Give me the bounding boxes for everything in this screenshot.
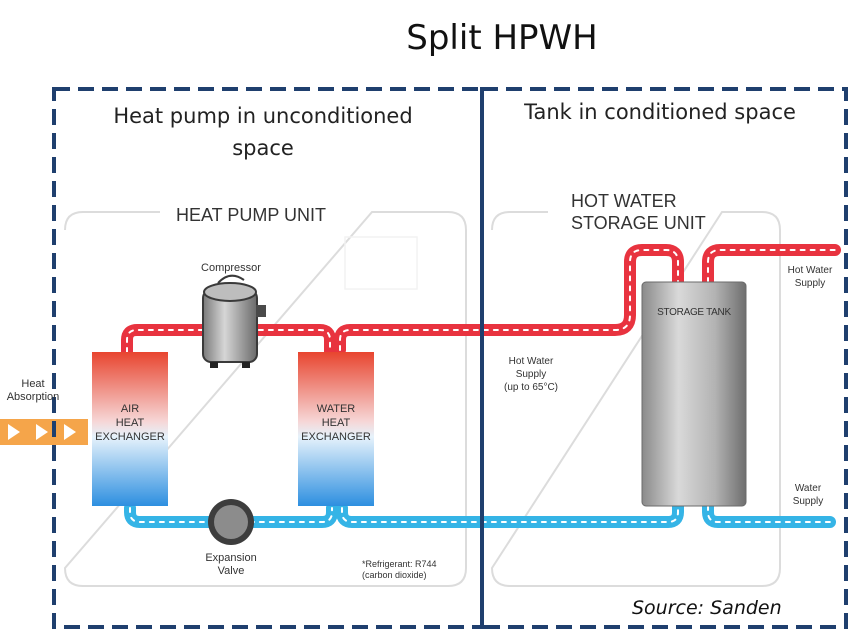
hot-water-supply-mid-label: Hot Water Supply (up to 65°C) xyxy=(494,355,568,394)
heat-pump-unit-title: HEAT PUMP UNIT xyxy=(176,205,327,225)
hws-mid-line2: Supply xyxy=(515,369,547,380)
storage-unit-title-line2: STORAGE UNIT xyxy=(571,213,706,233)
storage-unit-title: HOT WATER STORAGE UNIT xyxy=(571,190,706,234)
page-title: Split HPWH xyxy=(0,18,850,58)
title-text: Split HPWH xyxy=(406,18,598,58)
storage-unit-frame xyxy=(490,211,781,587)
heat-absorption-line2: Absorption xyxy=(6,391,60,403)
conditioned-space-border xyxy=(480,87,848,629)
air-hx-line1: AIR xyxy=(120,403,140,415)
hws-out-line1: Hot Water xyxy=(787,265,833,276)
source-credit: Source: Sanden xyxy=(632,597,782,619)
ws-in-line2: Supply xyxy=(792,496,824,507)
air-hx-line3: EXCHANGER xyxy=(95,431,165,443)
expansion-valve-label: Expansion Valve xyxy=(196,552,266,578)
storage-unit-title-line1: HOT WATER xyxy=(571,191,677,211)
refrigerant-line2: (carbon dioxide) xyxy=(362,570,427,580)
compressor-label: Compressor xyxy=(201,262,261,274)
left-region-text: Heat pump in unconditioned space xyxy=(113,104,413,160)
heat-absorption-line1: Heat xyxy=(21,378,45,390)
hws-mid-line3: (up to 65°C) xyxy=(503,382,559,393)
water-supply-in-label: Water Supply xyxy=(780,482,836,508)
air-heat-exchanger xyxy=(92,352,168,506)
refrigerant-note: *Refrigerant: R744 (carbon dioxide) xyxy=(362,559,462,581)
water-hx-line2: HEAT xyxy=(321,417,351,429)
refrigerant-line1: *Refrigerant: R744 xyxy=(362,559,437,569)
hws-out-line2: Supply xyxy=(794,278,826,289)
storage-tank-graphic xyxy=(641,281,747,507)
right-region-text: Tank in conditioned space xyxy=(524,100,796,124)
heat-absorption-label: Heat Absorption xyxy=(0,378,66,404)
left-region-label: Heat pump in unconditioned space xyxy=(100,100,426,164)
water-hx-line3: EXCHANGER xyxy=(301,431,371,443)
heat-pump-unit-frame xyxy=(63,211,467,587)
expansion-valve-line2: Valve xyxy=(217,565,245,577)
compressor-graphic xyxy=(202,274,266,368)
right-region-label: Tank in conditioned space xyxy=(520,96,800,128)
air-hx-line2: HEAT xyxy=(115,417,145,429)
expansion-valve-graphic xyxy=(208,499,254,545)
hws-mid-line1: Hot Water xyxy=(508,356,554,367)
expansion-valve-line1: Expansion xyxy=(205,552,257,564)
storage-tank-label: STORAGE TANK xyxy=(657,307,731,318)
ws-in-line1: Water xyxy=(794,483,822,494)
water-hx-line1: WATER xyxy=(316,403,356,415)
water-heat-exchanger-label: WATER HEAT EXCHANGER xyxy=(298,402,374,444)
hot-water-supply-out-label: Hot Water Supply xyxy=(778,264,842,290)
heat-absorption-arrows xyxy=(0,419,88,445)
air-heat-exchanger-label: AIR HEAT EXCHANGER xyxy=(92,402,168,444)
water-heat-exchanger xyxy=(298,352,374,506)
